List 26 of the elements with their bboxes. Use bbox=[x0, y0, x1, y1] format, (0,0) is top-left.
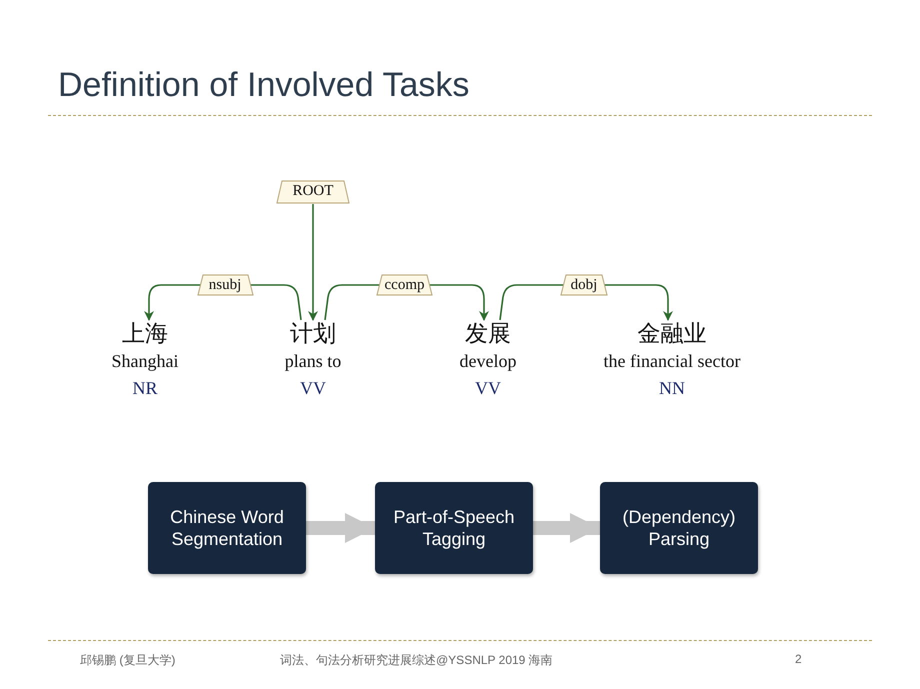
arrow bbox=[308, 204, 318, 321]
footer-text: 词法、句法分析研究进展综述@YSSNLP 2019 海南 bbox=[280, 652, 553, 669]
edge-label: nsubj bbox=[196, 274, 254, 296]
pos-tag: NR bbox=[132, 374, 158, 402]
pos-tag: VV bbox=[300, 374, 326, 402]
root-tag: ROOT bbox=[276, 180, 350, 204]
slide-title: Definition of Involved Tasks bbox=[58, 66, 470, 105]
block-arrow bbox=[533, 513, 600, 543]
block-arrow bbox=[306, 513, 375, 543]
pos-tag: NN bbox=[659, 374, 685, 402]
english-gloss: Shanghai bbox=[112, 350, 178, 373]
chinese-word: 计划 bbox=[290, 320, 336, 348]
english-gloss: the financial sector bbox=[604, 350, 740, 373]
english-gloss: develop bbox=[460, 350, 516, 373]
process-box: Part-of-Speech Tagging bbox=[375, 482, 533, 574]
edge-label: ccomp bbox=[376, 274, 433, 296]
process-box: (Dependency) Parsing bbox=[600, 482, 758, 574]
pos-tag: VV bbox=[475, 374, 501, 402]
footer-text: 邱锡鹏 (复旦大学) bbox=[80, 652, 176, 669]
chinese-word: 发展 bbox=[465, 320, 511, 348]
chinese-word: 金融业 bbox=[638, 320, 706, 348]
footer-text: 2 bbox=[795, 652, 802, 666]
edge-label: dobj bbox=[560, 274, 608, 296]
english-gloss: plans to bbox=[284, 350, 342, 373]
chinese-word: 上海 bbox=[122, 320, 168, 348]
process-box: Chinese Word Segmentation bbox=[148, 482, 306, 574]
